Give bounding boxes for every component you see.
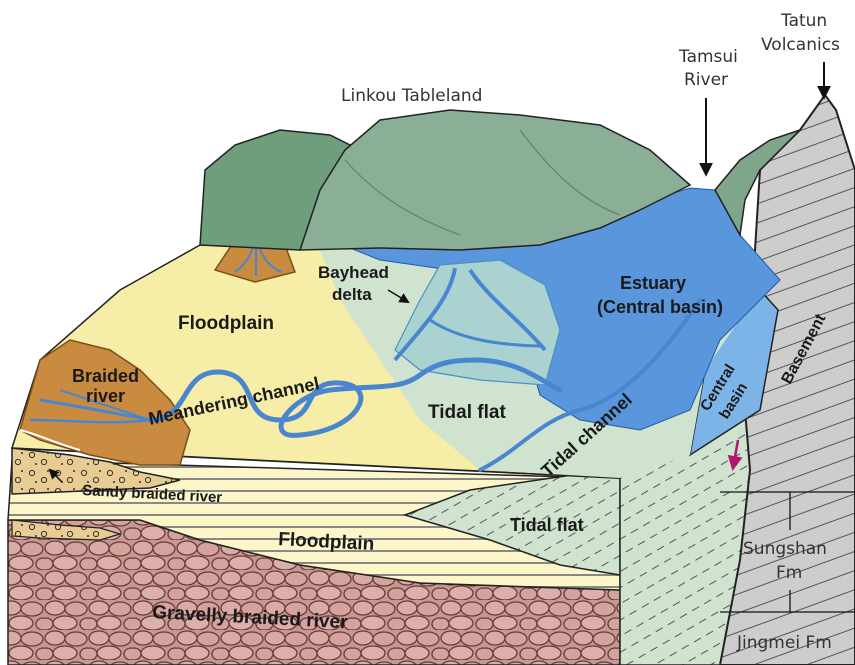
label-tamsui-2: River: [684, 70, 728, 90]
label-bayhead-1: Bayhead: [318, 263, 389, 282]
label-sungshan-2: Fm: [776, 563, 802, 583]
label-tatun-2: Volcanics: [761, 35, 840, 55]
label-braided-1: Braided: [72, 366, 139, 386]
label-tidal-flat-section: Tidal flat: [510, 515, 584, 535]
front-section: [8, 448, 620, 665]
label-sungshan-1: Sungshan: [743, 539, 827, 559]
label-tatun-1: Tatun: [780, 11, 827, 31]
label-tamsui-1: Tamsui: [678, 47, 738, 67]
label-estuary-2: (Central basin): [597, 297, 723, 317]
label-bayhead-2: delta: [332, 285, 372, 304]
label-jingmei: Jingmei Fm: [736, 633, 832, 653]
label-tidal-flat-surface: Tidal flat: [428, 402, 506, 423]
label-linkou: Linkou Tableland: [341, 86, 482, 106]
label-floodplain-surface: Floodplain: [178, 313, 274, 334]
label-estuary-1: Estuary: [620, 273, 686, 293]
label-braided-2: river: [86, 386, 125, 406]
